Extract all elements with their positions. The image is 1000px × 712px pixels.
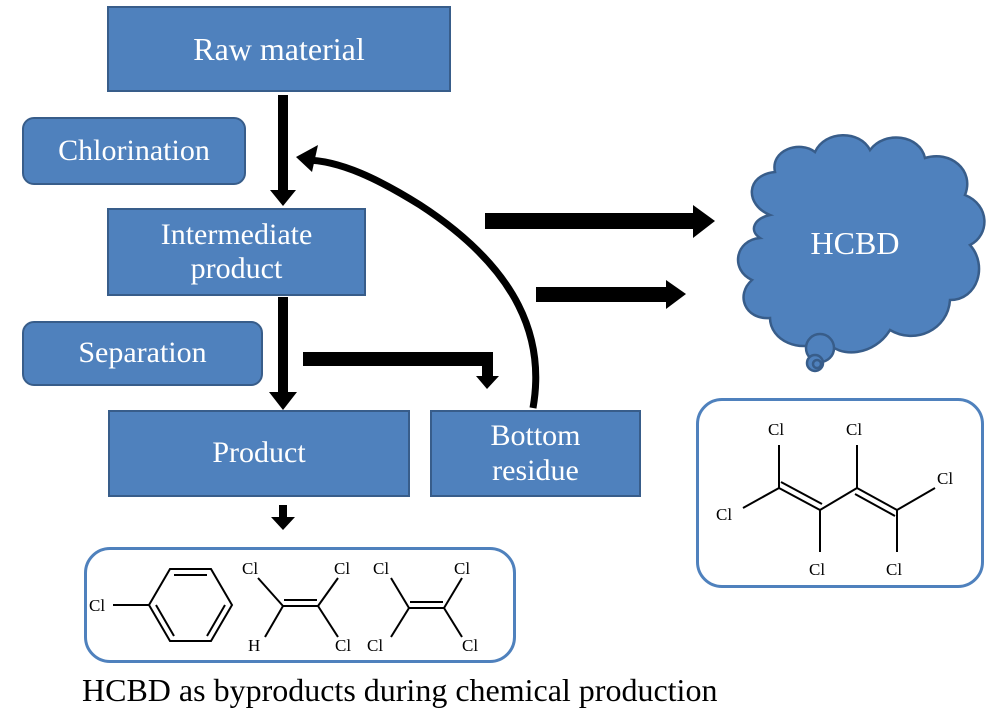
intermediate-label-line2: product [190, 252, 283, 285]
arrow-intermediate-to-hcbd [485, 205, 715, 238]
raw-material-label: Raw material [193, 30, 365, 67]
bottom-residue-line1: Bottom [490, 419, 581, 452]
separation-label: Separation [78, 336, 207, 370]
arrow-raw-to-intermediate [270, 95, 296, 206]
bottom-residue-box: Bottom residue [430, 410, 641, 497]
arrow-bottom-to-hcbd [536, 280, 686, 309]
intermediate-product-box: Intermediate product [107, 208, 366, 296]
figure-caption: HCBD as byproducts during chemical produ… [82, 672, 718, 708]
hcbd-cloud-label: HCBD [810, 225, 900, 261]
product-box: Product [108, 410, 410, 497]
chlorination-label: Chlorination [58, 133, 210, 167]
arrow-recycle-to-chlorination [296, 145, 540, 409]
intermediate-label-line1: Intermediate [160, 217, 313, 251]
separation-box: Separation [22, 321, 263, 386]
arrow-product-to-molecules [271, 505, 295, 530]
arrow-separation-to-bottom-residue [303, 352, 499, 389]
arrow-intermediate-to-product [269, 297, 297, 410]
product-label: Product [212, 436, 306, 470]
bottom-residue-line2: residue [492, 453, 579, 487]
product-molecules-box [84, 547, 516, 663]
chlorination-box: Chlorination [22, 117, 246, 185]
hcbd-molecule-box [696, 398, 984, 588]
raw-material-box: Raw material [107, 6, 451, 92]
